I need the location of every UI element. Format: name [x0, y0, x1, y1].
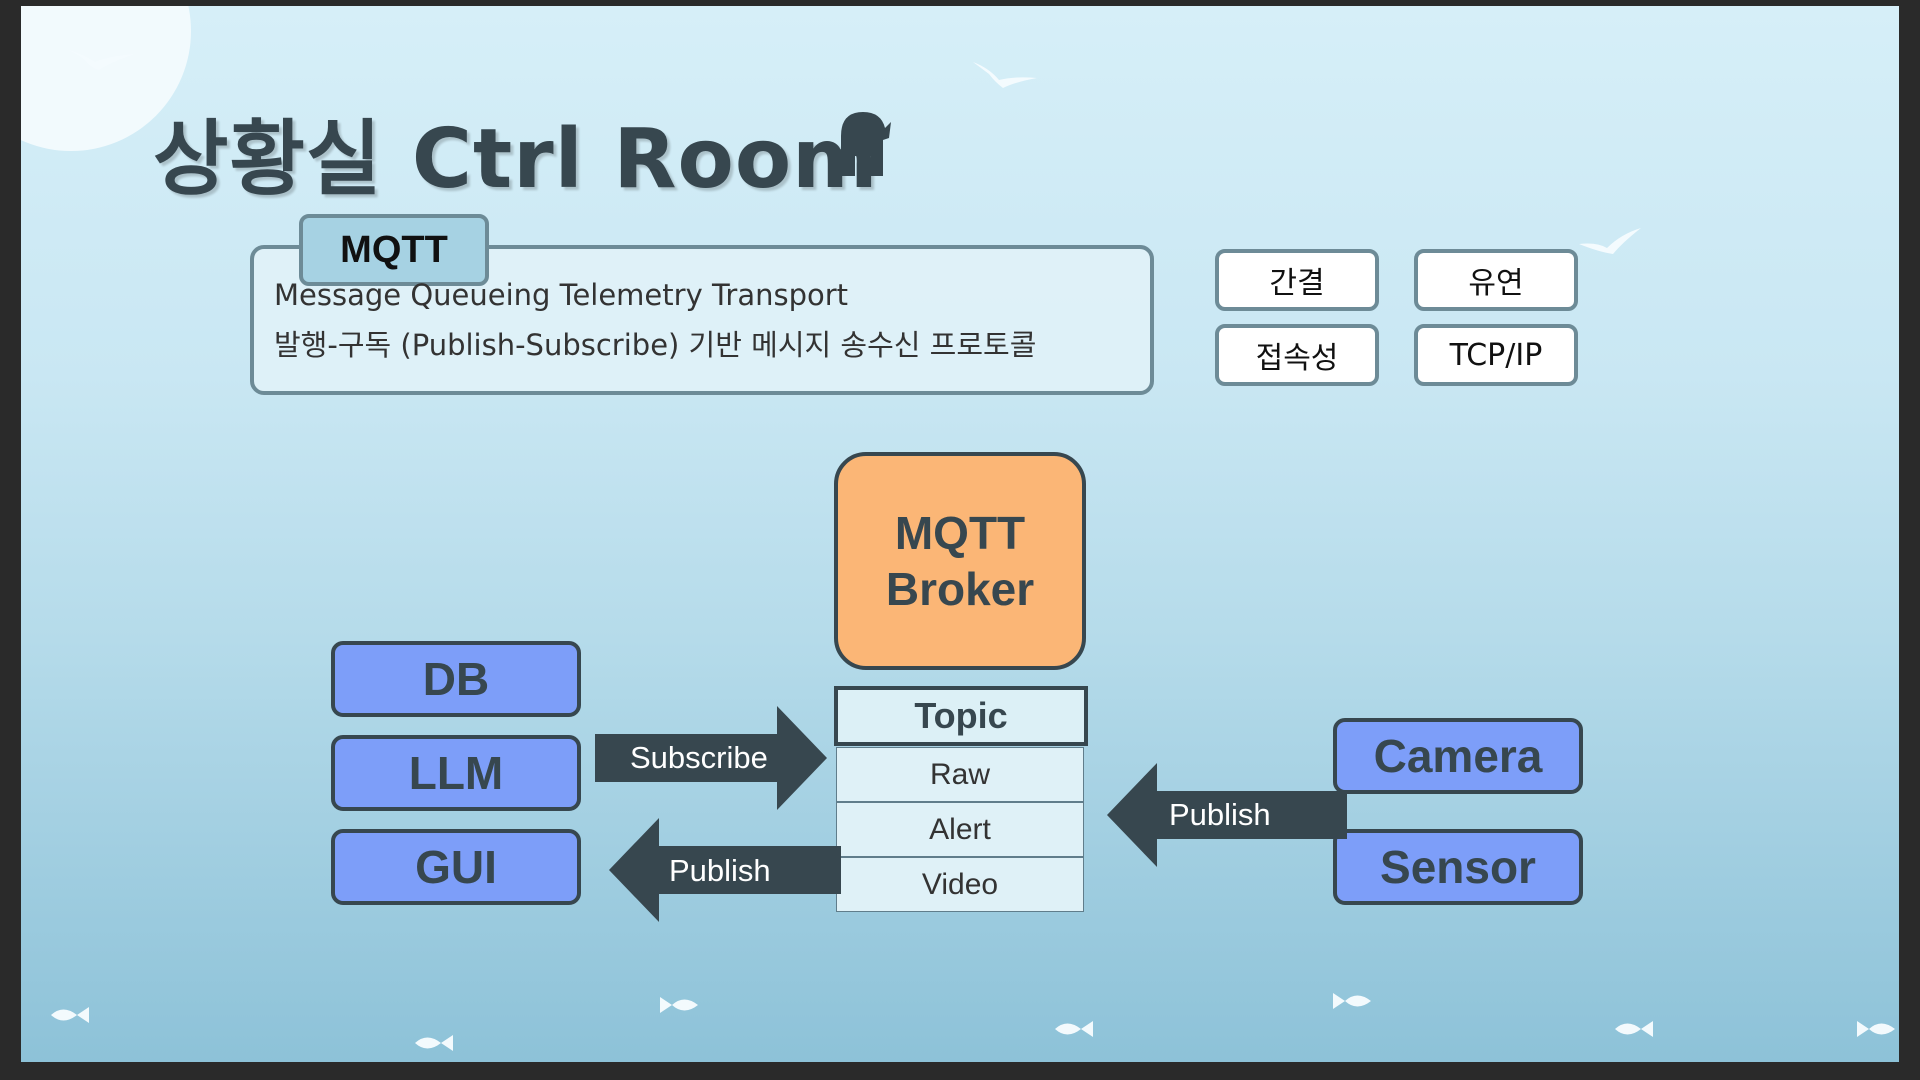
node-llm: LLM [331, 735, 581, 811]
fish-icon [1857, 1021, 1895, 1037]
slide: 상황실 Ctrl Room MQTT Message Queueing Tele… [21, 6, 1899, 1062]
publish-in-arrow-label: Publish [1169, 797, 1271, 832]
fish-icon [1333, 993, 1371, 1009]
bird-icon [973, 62, 1037, 88]
bird-icon [63, 48, 135, 70]
broker-label-line-2: Broker [885, 563, 1035, 615]
subscribe-arrow [595, 706, 827, 810]
page-title: 상황실 Ctrl Room [153, 112, 879, 207]
topic-row-video: Video [836, 857, 1084, 912]
topic-row-alert: Alert [836, 802, 1084, 857]
definition-line-1: Message Queueing Telemetry Transport [274, 278, 849, 312]
broker-label-line-1: MQTT [894, 506, 1026, 559]
publish-out-arrow [609, 818, 841, 922]
topic-table-header: Topic [834, 686, 1088, 746]
mqtt-tab-label: MQTT [299, 214, 489, 286]
tag-tcpip: TCP/IP [1414, 324, 1578, 386]
mqtt-broker-box: MQTT Broker [834, 452, 1086, 670]
definition-line-2: 발행-구독 (Publish-Subscribe) 기반 메시지 송수신 프로토… [274, 328, 1037, 362]
publish-in-arrow [1107, 763, 1347, 867]
pawn-icon [841, 112, 891, 176]
fish-icon [1615, 1021, 1653, 1037]
node-sensor: Sensor [1333, 829, 1583, 905]
subscribe-arrow-label: Subscribe [630, 740, 768, 775]
tag-connectivity: 접속성 [1215, 324, 1379, 386]
fish-icon [660, 997, 698, 1013]
tag-concise: 간결 [1215, 249, 1379, 311]
node-camera: Camera [1333, 718, 1583, 794]
fish-icon [51, 1007, 89, 1023]
node-gui: GUI [331, 829, 581, 905]
publish-out-arrow-label: Publish [669, 853, 771, 888]
bird-icon [1579, 228, 1641, 254]
fish-icon [415, 1035, 453, 1051]
fish-icon [1055, 1021, 1093, 1037]
tag-flexible: 유연 [1414, 249, 1578, 311]
node-db: DB [331, 641, 581, 717]
topic-row-raw: Raw [836, 747, 1084, 802]
